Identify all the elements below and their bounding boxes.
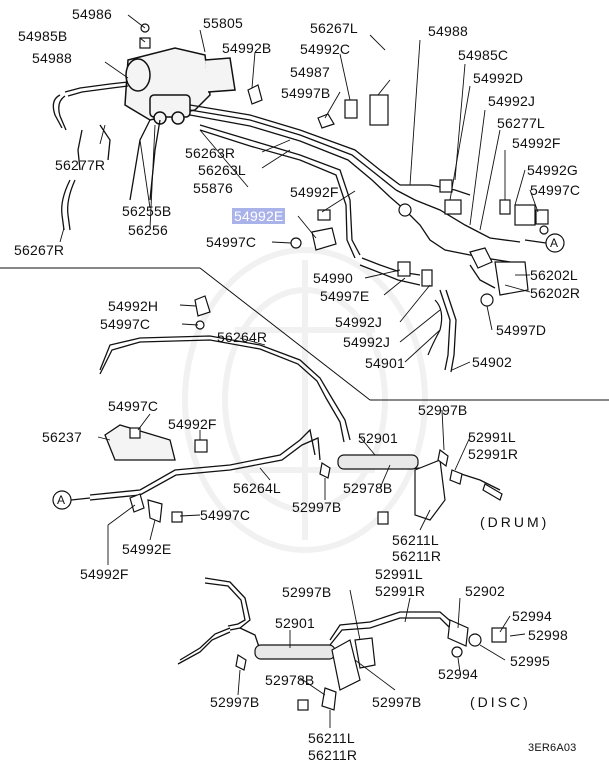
label-54992e-bottom: 54992E xyxy=(122,541,172,557)
label-drum-section: (DRUM) xyxy=(480,514,550,530)
label-52978b-drum: 52978B xyxy=(343,480,393,496)
label-52994-a: 52994 xyxy=(512,608,552,624)
master-cylinder xyxy=(124,47,236,125)
label-56267r: 56267R xyxy=(14,242,65,258)
label-54997b-top: 54997B xyxy=(281,85,331,101)
label-56277r: 56277R xyxy=(55,157,106,173)
label-56263r: 56263R xyxy=(185,145,236,161)
label-56267l: 56267L xyxy=(310,20,358,36)
label-54992g: 54992G xyxy=(527,162,579,178)
label-52901-disc: 52901 xyxy=(275,615,315,631)
drum-section-pipes xyxy=(89,335,501,501)
label-54997c-right: 54997C xyxy=(530,182,581,198)
connector-a-label-upper: A xyxy=(550,236,559,250)
label-56211r-disc: 56211R xyxy=(308,747,358,763)
label-52901-drum: 52901 xyxy=(358,430,398,446)
label-54997c-mid: 54997C xyxy=(206,234,257,250)
label-54997c-bottom: 54997C xyxy=(200,507,251,523)
label-54997c-left: 54997C xyxy=(100,316,151,332)
label-52997b-disc-top: 52997B xyxy=(282,584,332,600)
label-54985b: 54985B xyxy=(18,28,68,44)
disc-section-parts xyxy=(235,619,507,711)
label-56237: 56237 xyxy=(42,429,82,445)
label-52902: 52902 xyxy=(465,583,505,599)
label-54997e: 54997E xyxy=(320,288,370,304)
figure-code: 3ER6A03 xyxy=(528,742,577,754)
label-56202l: 56202L xyxy=(530,267,578,283)
label-52991r-disc: 52991R xyxy=(375,583,426,599)
label-56277l: 56277L xyxy=(497,115,545,131)
label-52997b-drum: 52997B xyxy=(292,499,342,515)
label-52991r-drum: 52991R xyxy=(468,446,519,462)
label-52994-b: 52994 xyxy=(438,666,478,682)
label-disc-section: (DISC) xyxy=(470,694,531,710)
leader-lines xyxy=(59,14,539,728)
label-54997d: 54997D xyxy=(496,322,547,338)
label-56211l-disc: 56211L xyxy=(308,730,355,746)
label-54992f-bottom: 54992F xyxy=(80,566,129,582)
upper-fittings xyxy=(139,23,549,356)
label-52978b-disc: 52978B xyxy=(265,672,315,688)
label-55805: 55805 xyxy=(203,15,243,31)
label-52997b-disc-left: 52997B xyxy=(210,694,260,710)
label-54992h: 54992H xyxy=(108,298,159,314)
label-54985c: 54985C xyxy=(458,47,509,63)
label-54997c-l2: 54997C xyxy=(108,398,159,414)
label-52998: 52998 xyxy=(528,627,568,643)
connector-a-markers xyxy=(52,233,565,510)
label-55876: 55876 xyxy=(193,180,233,196)
label-54986: 54986 xyxy=(72,6,112,22)
section-dividers xyxy=(0,267,609,401)
label-54992c: 54992C xyxy=(300,41,351,57)
label-52991l-disc: 52991L xyxy=(375,566,423,582)
label-54992d: 54992D xyxy=(473,70,524,86)
label-54992f-top: 54992F xyxy=(512,135,561,151)
label-54992b: 54992B xyxy=(222,40,272,56)
label-52995: 52995 xyxy=(510,653,550,669)
drum-section-parts xyxy=(129,427,503,525)
label-54992f-mid: 54992F xyxy=(290,184,339,200)
label-56202r: 56202R xyxy=(530,285,581,301)
label-54992j-top: 54992J xyxy=(488,93,536,109)
label-54987: 54987 xyxy=(290,64,330,80)
label-52997b-disc-right: 52997B xyxy=(372,694,422,710)
label-56264r: 56264R xyxy=(217,329,268,345)
label-52997b-drum-top: 52997B xyxy=(418,402,468,418)
label-54990: 54990 xyxy=(313,270,353,286)
label-54992e-highlighted[interactable]: 54992E xyxy=(232,208,286,224)
label-54988-left: 54988 xyxy=(32,50,72,66)
label-54902: 54902 xyxy=(472,354,512,370)
label-54992j-a: 54992J xyxy=(335,314,383,330)
label-56211r-drum: 56211R xyxy=(392,548,442,564)
label-54901: 54901 xyxy=(365,355,405,371)
label-56255b: 56255B xyxy=(122,203,172,219)
label-54988-right: 54988 xyxy=(428,23,468,39)
label-56256: 56256 xyxy=(128,222,168,238)
label-54992f-l2: 54992F xyxy=(168,416,217,432)
connector-a-label-lower: A xyxy=(57,493,66,507)
label-52991l-drum: 52991L xyxy=(468,429,516,445)
disc-section-pipes xyxy=(177,577,456,665)
label-56211l-drum: 56211L xyxy=(392,532,439,548)
label-56263l: 56263L xyxy=(198,162,246,178)
label-54992j-b: 54992J xyxy=(343,334,391,350)
label-56264l: 56264L xyxy=(233,480,281,496)
